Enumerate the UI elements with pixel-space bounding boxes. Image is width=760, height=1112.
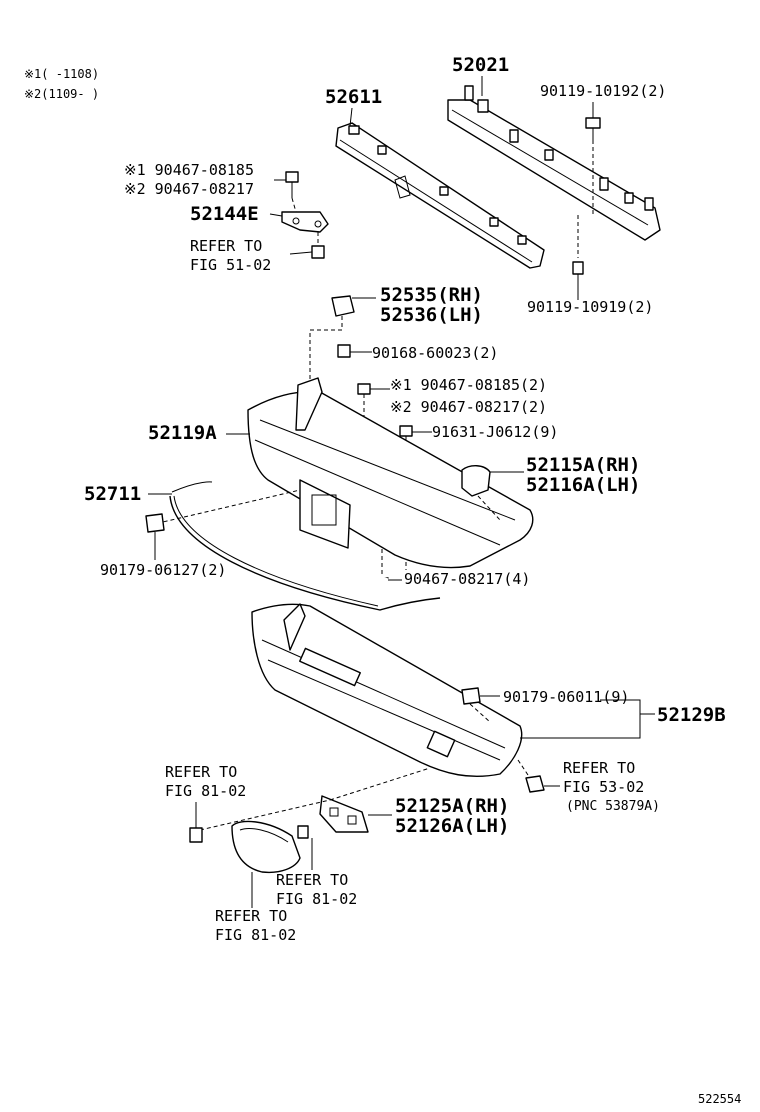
- lower-cover-52129B: [251, 603, 523, 778]
- retainer-52115A: [461, 465, 501, 521]
- label-90467-08217-b[interactable]: ※2 90467-08217(2): [390, 398, 548, 416]
- label-fig-81-02-a[interactable]: FIG 81-02: [165, 782, 247, 800]
- label-refer-to-51: REFER TO: [190, 237, 263, 255]
- label-52021[interactable]: 52021: [452, 54, 510, 76]
- label-52611[interactable]: 52611: [325, 86, 383, 108]
- label-90119-10192[interactable]: 90119-10192(2): [540, 82, 667, 100]
- label-fig-81-02-c[interactable]: FIG 81-02: [215, 926, 297, 944]
- bracket-52144E: [281, 171, 329, 259]
- label-52129B[interactable]: 52129B: [657, 704, 726, 726]
- note-2: ※2(1109- ): [24, 87, 100, 101]
- label-52144E[interactable]: 52144E: [190, 203, 259, 225]
- label-52536-lh[interactable]: 52536(LH): [380, 304, 483, 326]
- note-1: ※1( -1108): [24, 67, 100, 81]
- bolt-90119-10192: [585, 117, 601, 215]
- label-90467-08185-b[interactable]: ※1 90467-08185(2): [390, 376, 548, 394]
- leader-lines: [148, 76, 655, 828]
- label-fig-53-02[interactable]: FIG 53-02: [563, 778, 645, 796]
- label-refer-to-81-c: REFER TO: [215, 907, 288, 925]
- label-refer-to-81-b: REFER TO: [276, 871, 349, 889]
- label-52115A-rh[interactable]: 52115A(RH): [526, 454, 641, 476]
- label-52125A-rh[interactable]: 52125A(RH): [395, 795, 510, 817]
- label-90168-60023[interactable]: 90168-60023(2): [372, 344, 499, 362]
- clip-90179-06127: [145, 513, 165, 533]
- screw-90168: [337, 344, 351, 358]
- energy-absorber-52021: [447, 85, 661, 241]
- label-52535-rh[interactable]: 52535(RH): [380, 284, 483, 306]
- label-90467-08217-a[interactable]: ※2 90467-08217: [124, 180, 254, 198]
- label-90467-08185-a[interactable]: ※1 90467-08185: [124, 161, 254, 179]
- retainer-52535: [309, 295, 355, 385]
- label-fig-51-02[interactable]: FIG 51-02: [190, 256, 272, 274]
- label-90179-06011[interactable]: 90179-06011(9): [503, 688, 630, 706]
- fog-lamp: [189, 820, 313, 908]
- label-90119-10919[interactable]: 90119-10919(2): [527, 298, 654, 316]
- molding-52711: [149, 481, 441, 611]
- label-refer-to-53: REFER TO: [563, 759, 636, 777]
- bracket-52125A: [199, 767, 431, 833]
- label-fig-81-02-b[interactable]: FIG 81-02: [276, 890, 358, 908]
- label-90467-08217-c[interactable]: 90467-08217(4): [404, 570, 531, 588]
- label-90179-06127[interactable]: 90179-06127(2): [100, 561, 227, 579]
- label-52711[interactable]: 52711: [84, 483, 142, 505]
- figure-id: 522554: [698, 1092, 742, 1106]
- label-52126A-lh[interactable]: 52126A(LH): [395, 815, 510, 837]
- label-52116A-lh[interactable]: 52116A(LH): [526, 474, 641, 496]
- label-refer-to-81-a: REFER TO: [165, 763, 238, 781]
- bumper-cover-52119A: [247, 377, 534, 569]
- reinforcement-52611: [335, 122, 545, 269]
- label-pnc-53879A[interactable]: (PNC 53879A): [566, 799, 660, 814]
- part-53879A: [517, 759, 545, 793]
- label-52119A[interactable]: 52119A: [148, 422, 217, 444]
- bolt-90119-10919: [572, 215, 584, 300]
- label-91631-j0612[interactable]: 91631-J0612(9): [432, 423, 559, 441]
